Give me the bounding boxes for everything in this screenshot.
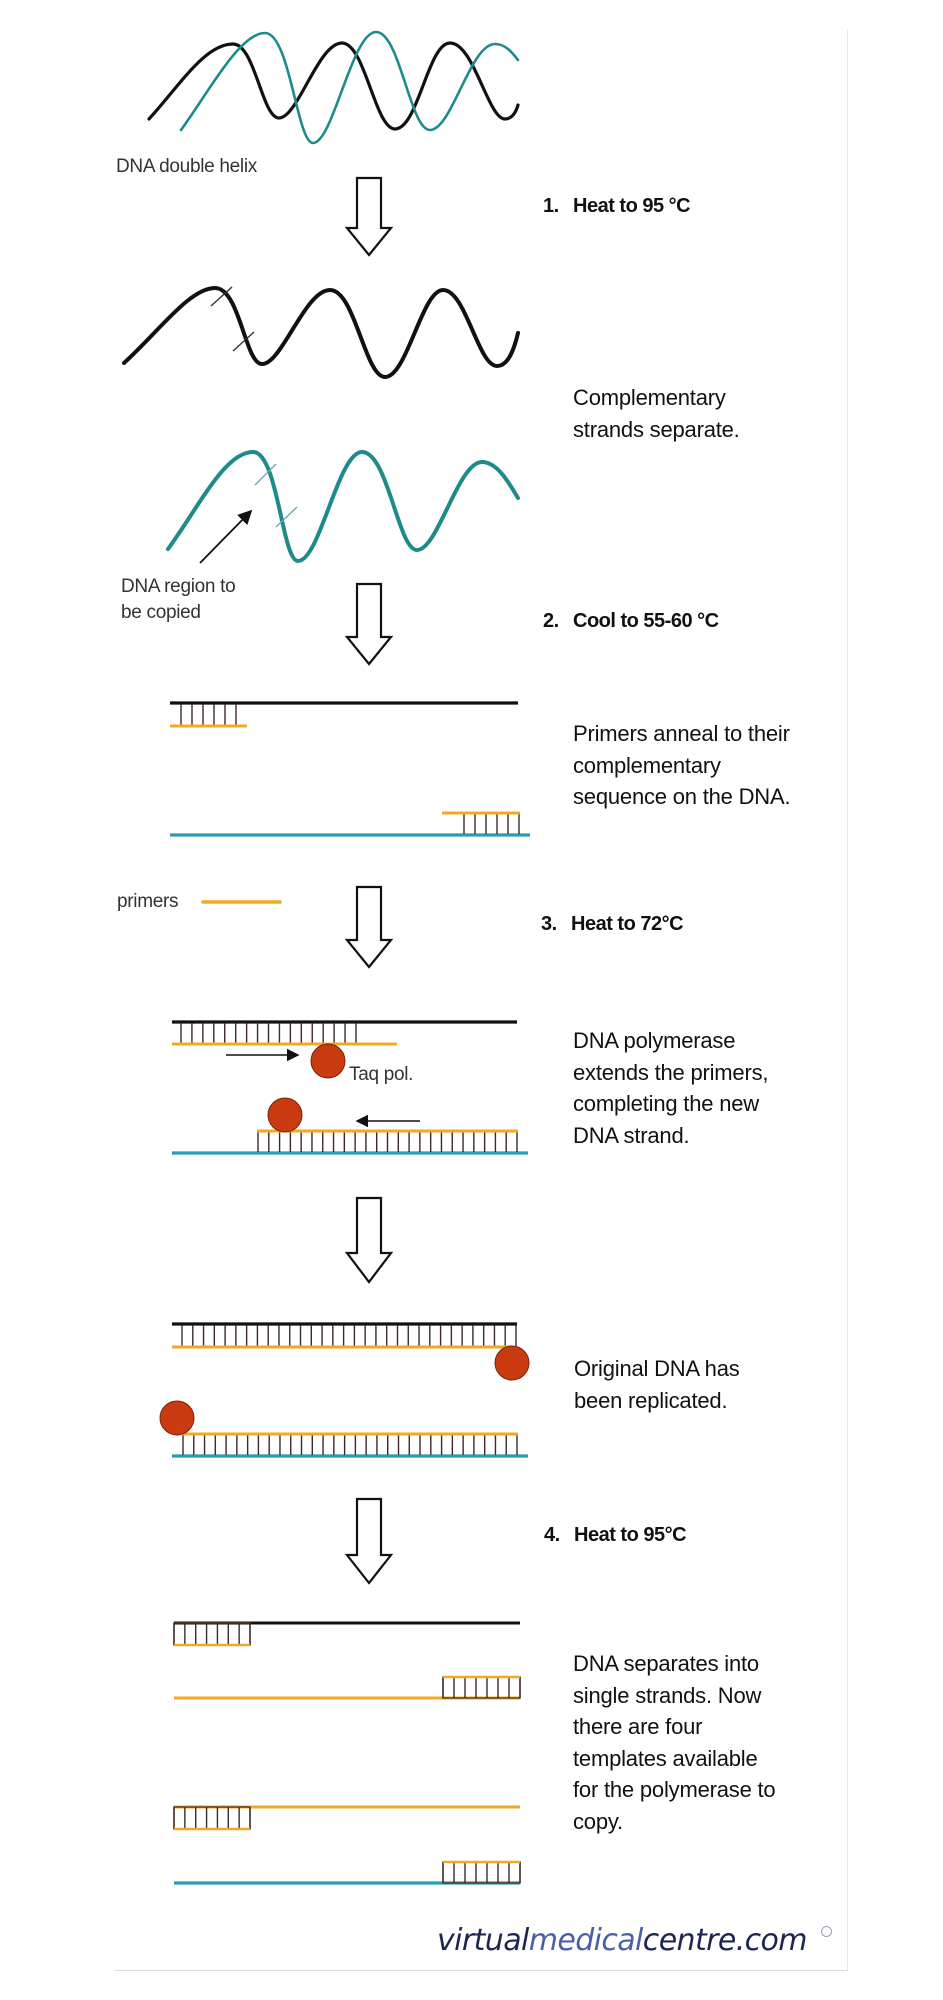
taq-polymerase-label: Taq pol. [349,1064,414,1085]
taq-polymerase-bottom [267,1097,303,1133]
step-4-description: DNA separates into single strands. Now t… [573,1651,776,1834]
step-3-title: 3. Heat to 72°C [541,913,684,936]
logo-ring-icon [821,1926,832,1937]
logo-part-centre: centre.com [642,1923,808,1958]
region-pointer-arrow [199,509,253,564]
step-4-title: 4. Heat to 95°C [544,1524,687,1547]
step-3-description: DNA polymerase extends the primers, comp… [573,1028,769,1148]
step-1-number: 1. [543,195,559,217]
logo-part-medical: medical [528,1923,644,1958]
down-arrow-1 [344,176,394,257]
double-helix-label: DNA double helix [116,156,257,177]
step-3-number: 3. [541,913,557,935]
down-arrow-4 [344,1196,394,1284]
step-3-text: Heat to 72°C [571,913,684,935]
separated-strand-teal [166,449,520,564]
step-1-text: Heat to 95 °C [573,195,691,217]
four-templates-group [173,1621,521,1885]
helix-strand-black [147,41,520,131]
separated-strand-black [122,285,520,380]
replicated-dna-group [159,1322,530,1458]
step-4-text: Heat to 95°C [574,1524,687,1546]
taq-polymerase-top [310,1043,346,1079]
step-4-number: 4. [544,1524,560,1546]
annealed-primers-group [170,701,530,837]
down-arrow-3 [344,885,394,969]
taq-polymerase-top [494,1345,530,1381]
double-helix [147,30,520,145]
down-arrow-2 [344,582,394,666]
step-1-title: 1. Heat to 95 °C [543,195,691,218]
taq-polymerase-bottom [159,1400,195,1436]
site-logo[interactable]: virtualmedicalcentre.com [437,1923,808,1958]
replicated-description: Original DNA has been replicated. [574,1356,740,1413]
frame-border-right [847,29,848,1970]
region-label-line2: be copied [121,602,201,623]
frame-border-bottom [115,1970,848,1971]
logo-part-virtual: virtual [437,1923,529,1958]
extension-group [172,1020,528,1155]
step-2-number: 2. [543,610,559,632]
down-arrow-5 [344,1497,394,1585]
helix-strand-teal [179,30,520,145]
step-1-description: Complementary strands separate. [573,385,740,442]
region-label-line1: DNA region to [121,576,236,597]
step-2-text: Cool to 55-60 °C [573,610,719,632]
step-2-title: 2. Cool to 55-60 °C [543,610,719,633]
step-2-description: Primers anneal to their complementary se… [573,721,791,809]
primers-label: primers [117,891,179,912]
